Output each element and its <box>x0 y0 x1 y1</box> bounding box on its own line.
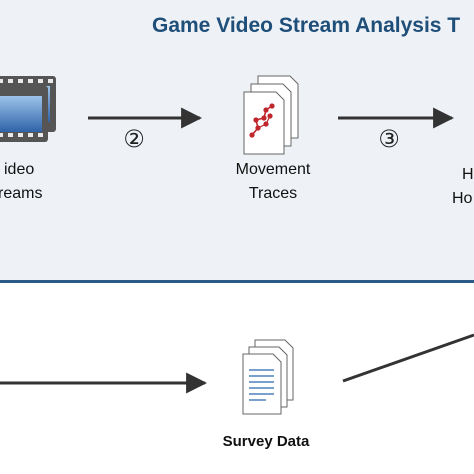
survey-data-label: Survey Data <box>222 433 310 450</box>
video-streams-line1: ideo <box>4 161 35 178</box>
video-streams-label: ideo reams <box>0 158 42 206</box>
movement-traces-line1: Movement <box>235 161 311 178</box>
step-2-badge: ② <box>123 126 145 153</box>
next-node-line1: H <box>462 166 474 183</box>
movement-traces-label: Movement Traces <box>222 158 324 206</box>
movement-traces-line2: Traces <box>248 185 298 202</box>
analysis-panel <box>0 0 474 283</box>
connector-line <box>342 333 474 383</box>
video-streams-line2: reams <box>0 185 43 202</box>
film-strip-icon <box>0 76 56 142</box>
next-node-label: H Ho <box>452 163 474 211</box>
panel-title: Game Video Stream Analysis T <box>152 14 461 37</box>
document-stack-text-icon <box>242 339 294 415</box>
next-node-line2: Ho <box>452 190 473 207</box>
document-stack-plot-icon <box>243 75 299 155</box>
step-3-badge: ③ <box>378 126 400 153</box>
